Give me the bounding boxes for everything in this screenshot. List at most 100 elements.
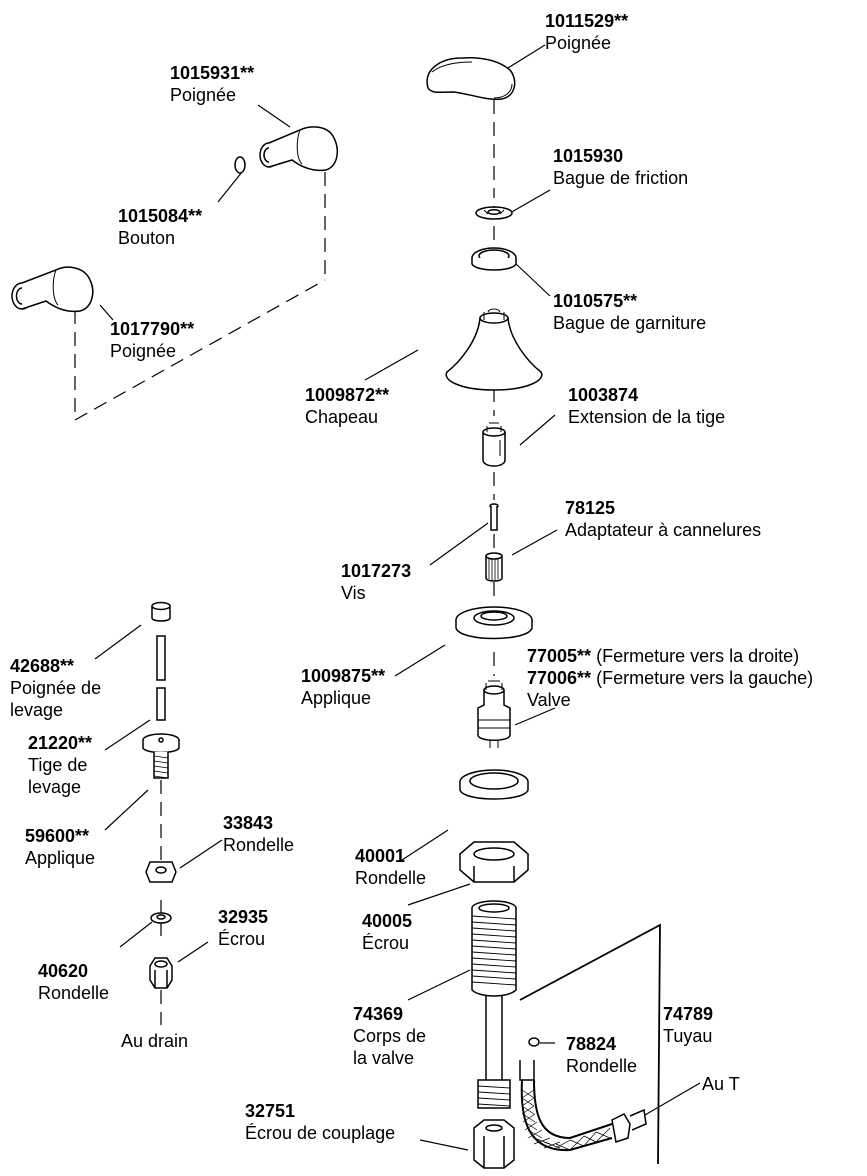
part-number: 1010575** <box>553 291 638 311</box>
handle-1011529 <box>426 57 516 101</box>
part-description: Adaptateur à cannelures <box>565 520 762 540</box>
label-40001: 40001 Rondelle <box>355 845 426 889</box>
nut-32935 <box>149 957 173 989</box>
trim-ring-1010575 <box>471 247 517 271</box>
part-number: 59600** <box>25 826 90 846</box>
part-number: 1011529** <box>545 11 629 31</box>
part-description: Écrou de couplage <box>245 1123 396 1143</box>
escutcheon-1009875 <box>455 606 533 640</box>
label-32751: 32751 Écrou de couplage <box>245 1100 395 1144</box>
coupling-nut-32751 <box>472 1119 516 1169</box>
leader-lines <box>94 44 701 1151</box>
part-description-2: levage <box>28 777 82 797</box>
part-description: (Fermeture vers la gauche) <box>591 668 814 688</box>
part-number: 32935 <box>218 907 269 927</box>
part-description-2: la valve <box>353 1048 415 1068</box>
part-number: 78125 <box>565 498 616 518</box>
part-description: Poignée <box>170 85 237 105</box>
label-59600: 59600** Applique <box>25 825 95 869</box>
part-description-2: Valve <box>527 690 571 710</box>
part-number: 1009875** <box>301 666 386 686</box>
handle-1017790 <box>11 266 94 313</box>
part-description: Rondelle <box>223 835 295 855</box>
label-40620: 40620 Rondelle <box>38 960 109 1004</box>
part-description-2: levage <box>10 700 64 720</box>
lift-knob-42688 <box>151 601 171 622</box>
label-1009875: 1009875** Applique <box>301 665 385 709</box>
label-au-t: Au T <box>702 1074 740 1094</box>
part-description: Bouton <box>118 228 176 248</box>
label-42688: 42688** Poignée de levage <box>10 655 101 721</box>
part-description: Rondelle <box>38 983 110 1003</box>
valve-body-74369 <box>471 900 517 1109</box>
label-1015930: 1015930 Bague de friction <box>553 145 688 189</box>
label-1015084: 1015084** Bouton <box>118 205 202 249</box>
line-77005: 77005** (Fermeture vers la droite) <box>527 645 813 667</box>
part-number: 21220** <box>28 733 93 753</box>
part-description: Écrou <box>362 933 410 953</box>
part-description: Écrou <box>218 929 266 949</box>
washer-40620 <box>150 912 172 924</box>
screw-1017273 <box>489 503 499 531</box>
part-number: 32751 <box>245 1101 296 1121</box>
friction-ring-1015930 <box>475 206 513 220</box>
part-number: 1009872** <box>305 385 390 405</box>
label-1017790: 1017790** Poignée <box>110 318 194 362</box>
part-description: Applique <box>25 848 96 868</box>
part-description: Poignée <box>545 33 612 53</box>
part-description: Rondelle <box>355 868 427 888</box>
label-74369: 74369 Corps de la valve <box>353 1003 426 1069</box>
part-number: 40005 <box>362 911 413 931</box>
part-number: 74789 <box>663 1004 714 1024</box>
line-77006: 77006** (Fermeture vers la gauche) <box>527 667 813 689</box>
part-description: Vis <box>341 583 366 603</box>
spline-adapter-78125 <box>485 552 503 582</box>
part-description: Rondelle <box>566 1056 638 1076</box>
dashed-axis-lines <box>74 100 495 1025</box>
label-78824: 78824 Rondelle <box>566 1033 637 1077</box>
part-number: 77005** <box>527 646 592 666</box>
label-77005-77006: 77005** (Fermeture vers la droite) 77006… <box>527 645 813 711</box>
part-description: Bague de friction <box>553 168 689 188</box>
part-number: 40001 <box>355 846 406 866</box>
part-number: 78824 <box>566 1034 617 1054</box>
part-description: Extension de la tige <box>568 407 726 427</box>
part-number: 40620 <box>38 961 89 981</box>
part-description: Poignée de <box>10 678 102 698</box>
part-number: 1017273 <box>341 561 412 581</box>
lift-rod-21220 <box>156 635 166 721</box>
label-32935: 32935 Écrou <box>218 906 268 950</box>
label-au-drain: Au drain <box>121 1031 189 1051</box>
part-description: Bague de garniture <box>553 313 707 333</box>
part-number: 1017790** <box>110 319 195 339</box>
part-number: 1015931** <box>170 63 255 83</box>
label-1003874: 1003874 Extension de la tige <box>568 384 725 428</box>
part-number: 77006** <box>527 668 592 688</box>
label-74789: 74789 Tuyau <box>663 1003 713 1047</box>
part-description: Applique <box>301 688 372 708</box>
part-number: 74369 <box>353 1004 404 1024</box>
handle-1015931 <box>234 126 339 174</box>
hose-74789 <box>519 923 661 1165</box>
label-21220: 21220** Tige de levage <box>28 732 92 798</box>
label-33843: 33843 Rondelle <box>223 812 294 856</box>
part-number: 1003874 <box>568 385 639 405</box>
label-1011529: 1011529** Poignée <box>545 10 628 54</box>
part-number: 1015084** <box>118 206 203 226</box>
part-number: 1015930 <box>553 146 624 166</box>
label-1010575: 1010575** Bague de garniture <box>553 290 706 334</box>
label-78125: 78125 Adaptateur à cannelures <box>565 497 761 541</box>
part-number: 42688** <box>10 656 75 676</box>
label-1017273: 1017273 Vis <box>341 560 411 604</box>
cap-1009872 <box>445 308 543 391</box>
part-description: Corps de <box>353 1026 427 1046</box>
washer-40001 <box>459 769 529 800</box>
escutcheon-59600 <box>142 733 180 779</box>
part-description: Poignée <box>110 341 177 361</box>
part-description: Tuyau <box>663 1026 713 1046</box>
part-number: 33843 <box>223 813 274 833</box>
label-40005: 40005 Écrou <box>362 910 412 954</box>
stem-extension-1003874 <box>482 422 506 467</box>
part-description: Tige de <box>28 755 88 775</box>
